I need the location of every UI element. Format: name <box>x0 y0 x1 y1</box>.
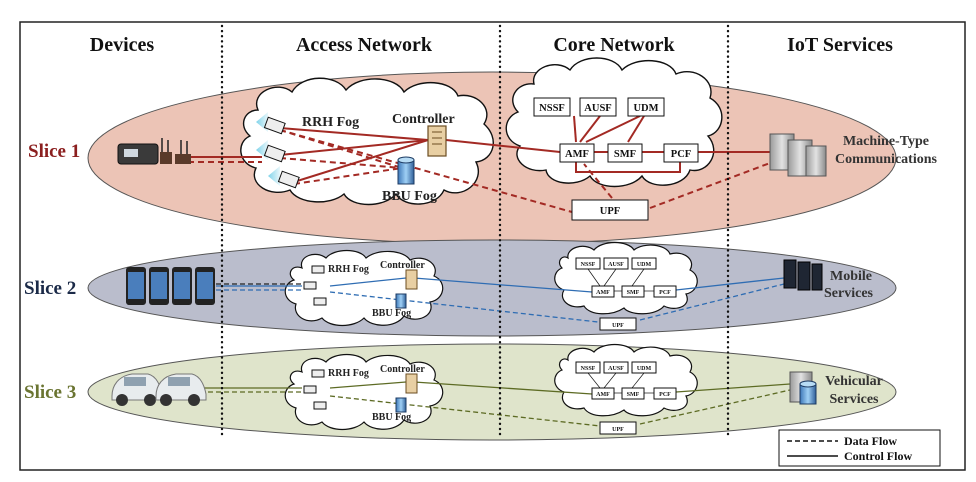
column-header-core-network: Core Network <box>553 34 675 56</box>
upf-box: UPF <box>599 317 637 331</box>
rrh-fog-label: RRH Fog <box>328 264 369 275</box>
core-network-cloud <box>554 241 698 315</box>
slice-2-label: Slice 2 <box>24 278 76 299</box>
bbu-fog-label: BBU Fog <box>372 308 411 319</box>
ausf-box: AUSF <box>603 257 629 270</box>
ausf-box: AUSF <box>603 361 629 374</box>
udm-box: UDM <box>631 361 657 374</box>
car-icon <box>111 373 207 406</box>
slice-1: Slice 1 <box>28 57 937 221</box>
legend: Data Flow Control Flow <box>778 429 941 467</box>
svg-text:UDM: UDM <box>637 262 652 268</box>
svg-text:SMF: SMF <box>614 149 636 160</box>
ausf-box: AUSF <box>579 97 617 117</box>
column-header-devices: Devices <box>90 34 155 56</box>
service-label-line-2: Services <box>830 392 880 407</box>
svg-text:AUSF: AUSF <box>608 366 624 372</box>
svg-text:SMF: SMF <box>627 290 640 296</box>
svg-text:PCF: PCF <box>659 392 671 398</box>
controller-icon <box>405 373 418 394</box>
bbu-server-icon <box>395 293 407 309</box>
database-server-icon <box>789 371 817 405</box>
controller-label: Controller <box>380 260 425 271</box>
svg-text:PCF: PCF <box>671 149 691 160</box>
rrh-fog-label: RRH Fog <box>302 115 359 130</box>
pcf-box: PCF <box>653 285 677 298</box>
slice-2: Slice 2 <box>24 241 874 331</box>
slice-2-ellipse <box>87 239 897 337</box>
svg-text:AUSF: AUSF <box>584 103 611 114</box>
nssf-box: NSSF <box>575 257 601 270</box>
pcf-box: PCF <box>663 143 699 163</box>
svg-text:AUSF: AUSF <box>608 262 624 268</box>
diagram-frame <box>19 21 966 471</box>
svg-text:NSSF: NSSF <box>539 103 565 114</box>
smf-box: SMF <box>607 143 643 163</box>
amf-box: AMF <box>591 387 615 400</box>
controller-label: Controller <box>392 112 455 127</box>
upf-box: UPF <box>599 421 637 435</box>
nssf-box: NSSF <box>575 361 601 374</box>
svg-text:AMF: AMF <box>596 290 610 296</box>
svg-text:UPF: UPF <box>612 427 624 433</box>
rrh-antenna-icon <box>303 265 327 306</box>
svg-text:UDM: UDM <box>633 103 658 114</box>
svg-text:SMF: SMF <box>627 392 640 398</box>
bbu-fog-label: BBU Fog <box>382 189 437 204</box>
svg-text:NSSF: NSSF <box>581 262 596 268</box>
controller-label: Controller <box>380 364 425 375</box>
smartphone-icon <box>126 267 215 305</box>
server-rack-icon <box>769 133 827 177</box>
svg-text:NSSF: NSSF <box>581 366 596 372</box>
svg-text:AMF: AMF <box>565 149 589 160</box>
svg-text:PCF: PCF <box>659 290 671 296</box>
upf-box: UPF <box>571 199 649 221</box>
rrh-antenna-icon <box>256 140 286 163</box>
controller-icon <box>427 125 447 157</box>
pcf-box: PCF <box>653 387 677 400</box>
iot-sensor-devices-icon <box>117 138 191 165</box>
service-label-line-1: Vehicular <box>825 374 883 389</box>
svg-text:UDM: UDM <box>637 366 652 372</box>
svg-text:UPF: UPF <box>612 323 624 329</box>
nssf-box: NSSF <box>533 97 571 117</box>
controller-icon <box>405 269 418 290</box>
rrh-fog-label: RRH Fog <box>328 368 369 379</box>
bbu-server-icon <box>395 397 407 413</box>
service-label-line-2: Communications <box>835 152 937 167</box>
udm-box: UDM <box>627 97 665 117</box>
service-label-line-2: Services <box>824 286 874 301</box>
service-label-line-1: Machine-Type <box>843 134 929 149</box>
legend-data-flow-label: Data Flow <box>844 434 897 448</box>
legend-control-flow-label: Control Flow <box>844 449 912 463</box>
smf-box: SMF <box>621 285 645 298</box>
amf-box: AMF <box>591 285 615 298</box>
slice-3: Slice 3 RRH Fog <box>24 343 883 435</box>
rrh-antenna-icon <box>256 112 286 135</box>
svg-text:UPF: UPF <box>600 206 620 217</box>
smf-box: SMF <box>621 387 645 400</box>
svg-text:AMF: AMF <box>596 392 610 398</box>
core-network-cloud <box>505 57 723 188</box>
rrh-antenna-icon <box>268 166 300 189</box>
column-header-iot-services: IoT Services <box>787 34 893 56</box>
bbu-fog-label: BBU Fog <box>372 412 411 423</box>
column-header-access-network: Access Network <box>296 34 433 56</box>
rrh-antenna-icon <box>303 369 327 410</box>
core-network-cloud <box>554 343 698 417</box>
bbu-server-icon <box>397 156 415 185</box>
service-label-line-1: Mobile <box>830 269 872 284</box>
server-tower-icon <box>783 259 823 291</box>
slice-3-ellipse <box>87 343 897 441</box>
access-fog-cloud <box>240 77 494 206</box>
slice-3-label: Slice 3 <box>24 382 76 403</box>
slice-1-label: Slice 1 <box>28 141 80 162</box>
amf-box: AMF <box>559 143 595 163</box>
udm-box: UDM <box>631 257 657 270</box>
